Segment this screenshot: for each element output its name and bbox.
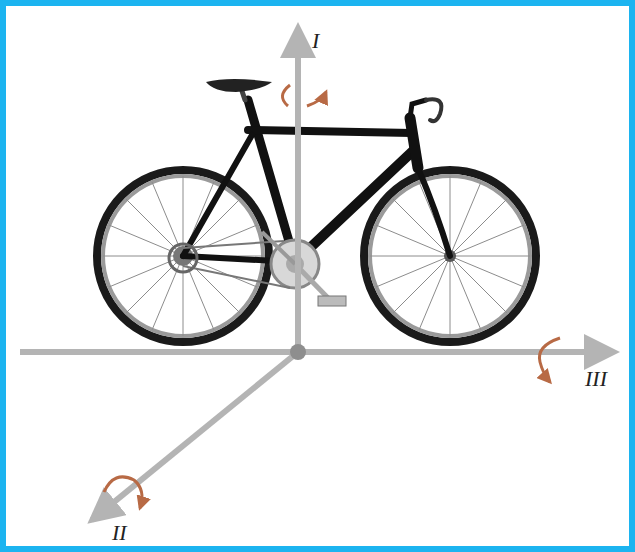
saddle	[206, 79, 272, 92]
rotation-arrows	[104, 85, 560, 508]
axis-label: II	[112, 522, 127, 544]
border-frame	[3, 3, 632, 549]
drivetrain	[169, 232, 346, 306]
axis-label: III	[585, 368, 607, 390]
bike-frame	[183, 85, 450, 262]
origin-dot	[290, 344, 306, 360]
axes	[20, 28, 614, 520]
axis-label: I	[312, 30, 319, 52]
